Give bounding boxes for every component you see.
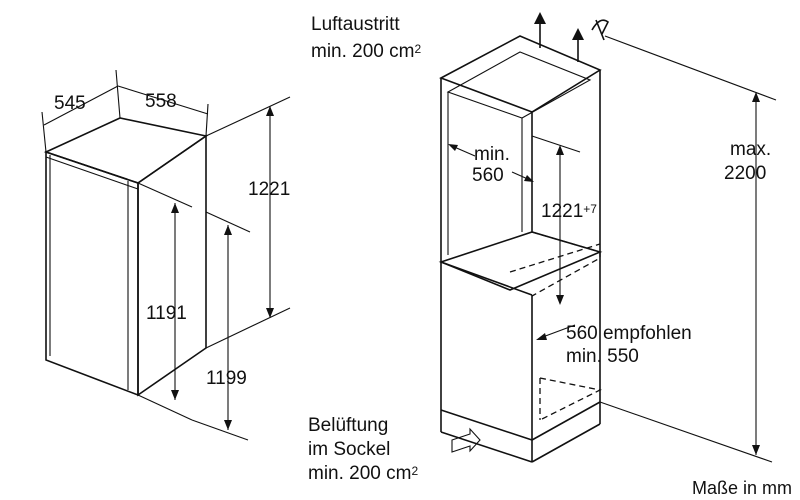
niche-height-label: 1221+7: [541, 201, 597, 222]
vent-top-line1: Luftaustritt: [311, 14, 400, 35]
min-width-line2: 560: [472, 165, 504, 186]
units-note: Maße in mm: [692, 478, 793, 498]
appliance-dimension-lines: [41, 69, 291, 441]
max-height-line2: 2200: [724, 163, 767, 184]
max-height-line1: max.: [730, 139, 772, 160]
min-width-line1: min.: [474, 144, 510, 165]
depth-recommended-line2: min. 550: [566, 346, 639, 367]
height-1199-label: 1199: [206, 368, 247, 389]
vent-arrows: [451, 12, 610, 453]
appliance-outline: [43, 117, 208, 397]
height-1191-label: 1191: [146, 303, 187, 324]
width-label: 558: [145, 91, 177, 112]
vent-top-line2: min. 200 cm2: [311, 41, 422, 62]
niche-hidden-lines: [509, 231, 602, 421]
depth-recommended-line1: 560 empfohlen: [566, 323, 692, 344]
height-total-label: 1221: [248, 179, 291, 200]
vent-bottom-line1: Belüftung: [308, 415, 389, 436]
vent-bottom-line2: im Sockel: [308, 439, 391, 460]
depth-label: 545: [54, 93, 86, 114]
niche-dimension-lines: [448, 35, 777, 463]
vent-bottom-line3: min. 200 cm2: [308, 463, 419, 484]
niche-outline: [438, 35, 603, 463]
